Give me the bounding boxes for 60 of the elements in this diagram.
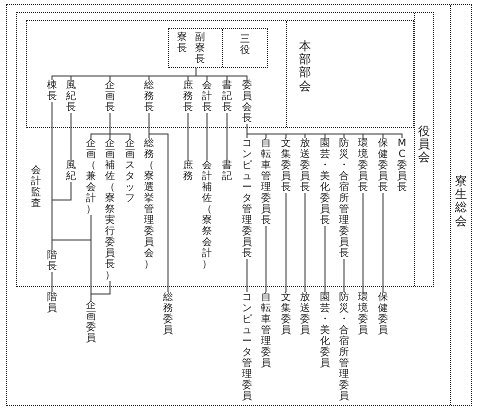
general-assembly-frame [6, 4, 472, 406]
group-label: 三役 [240, 34, 250, 56]
headquarters-frame [26, 20, 414, 128]
position-label: 棟長 [47, 80, 57, 102]
connector-line [90, 280, 110, 300]
connector-line [382, 192, 384, 292]
connector-line [304, 192, 306, 292]
position-label: 総務（寮選挙管理委員会） [144, 138, 154, 270]
connector-line [110, 112, 130, 138]
position-label: MC委員長 [397, 138, 407, 193]
connector-line [196, 68, 248, 80]
position-label: 委員会長 [242, 80, 252, 124]
position-label: コンピュータ管理委員 [242, 292, 252, 402]
position-label: 自転車管理委員長 [261, 138, 271, 226]
officers-council-frame [16, 12, 434, 287]
position-label: 庶務 [183, 160, 193, 182]
connector-line [362, 192, 364, 292]
position-label: 風紀長 [66, 80, 76, 113]
position-label: 環境委員 [358, 292, 368, 336]
position-label: 書記長 [222, 80, 232, 113]
connector-line [206, 112, 208, 160]
auditor-label: 会計監査 [31, 165, 41, 209]
position-label: 自転車管理委員 [261, 292, 271, 369]
position-label: 企画（兼会計） [86, 138, 96, 215]
connector-line [148, 112, 168, 292]
position-label: 保健委員長 [378, 138, 388, 193]
position-label: 企画委員 [86, 300, 96, 344]
position-label: 防災・合宿所管理委員長 [339, 138, 349, 259]
group-label: 本部部会 [299, 40, 311, 93]
connector-line [246, 258, 248, 292]
position-label: 企画補佐（寮祭実行委員長） [105, 138, 115, 281]
position-label: 環境委員長 [358, 138, 368, 193]
role-label: 副寮長 [195, 32, 205, 65]
position-label: 防災・合宿所管理委員 [339, 292, 349, 402]
position-label: 書記 [222, 160, 232, 182]
position-label: 放送委員 [300, 292, 310, 336]
position-label: 文集委員長 [281, 138, 291, 193]
officer-box [168, 28, 268, 68]
connector-line [324, 226, 326, 292]
connector-line [70, 112, 72, 160]
position-label: 放送委員長 [300, 138, 310, 193]
group-label: 寮生総会 [455, 175, 467, 228]
position-label: 会計長 [202, 80, 212, 113]
position-label: 保健委員 [378, 292, 388, 336]
position-label: 総務委員 [163, 292, 173, 336]
role-label: 寮長 [177, 32, 187, 54]
position-label: 園芸・美化委員 [320, 292, 330, 369]
position-label: 企画スタッフ [125, 138, 135, 204]
position-label: 庶務長 [183, 80, 193, 113]
position-label: 企画長 [105, 80, 115, 113]
position-label: 園芸・美化委員長 [320, 138, 330, 226]
position-label: 階長 [47, 250, 57, 272]
connector-line [226, 112, 228, 160]
group-label: 役員会 [418, 125, 430, 165]
position-label: 階員 [47, 292, 57, 314]
position-label: コンピュータ管理委員長 [242, 138, 252, 259]
position-label: 文集委員 [281, 292, 291, 336]
position-label: 風紀 [66, 160, 76, 182]
position-label: 会計補佐（寮祭会計） [202, 160, 212, 270]
position-label: 総務長 [144, 80, 154, 113]
